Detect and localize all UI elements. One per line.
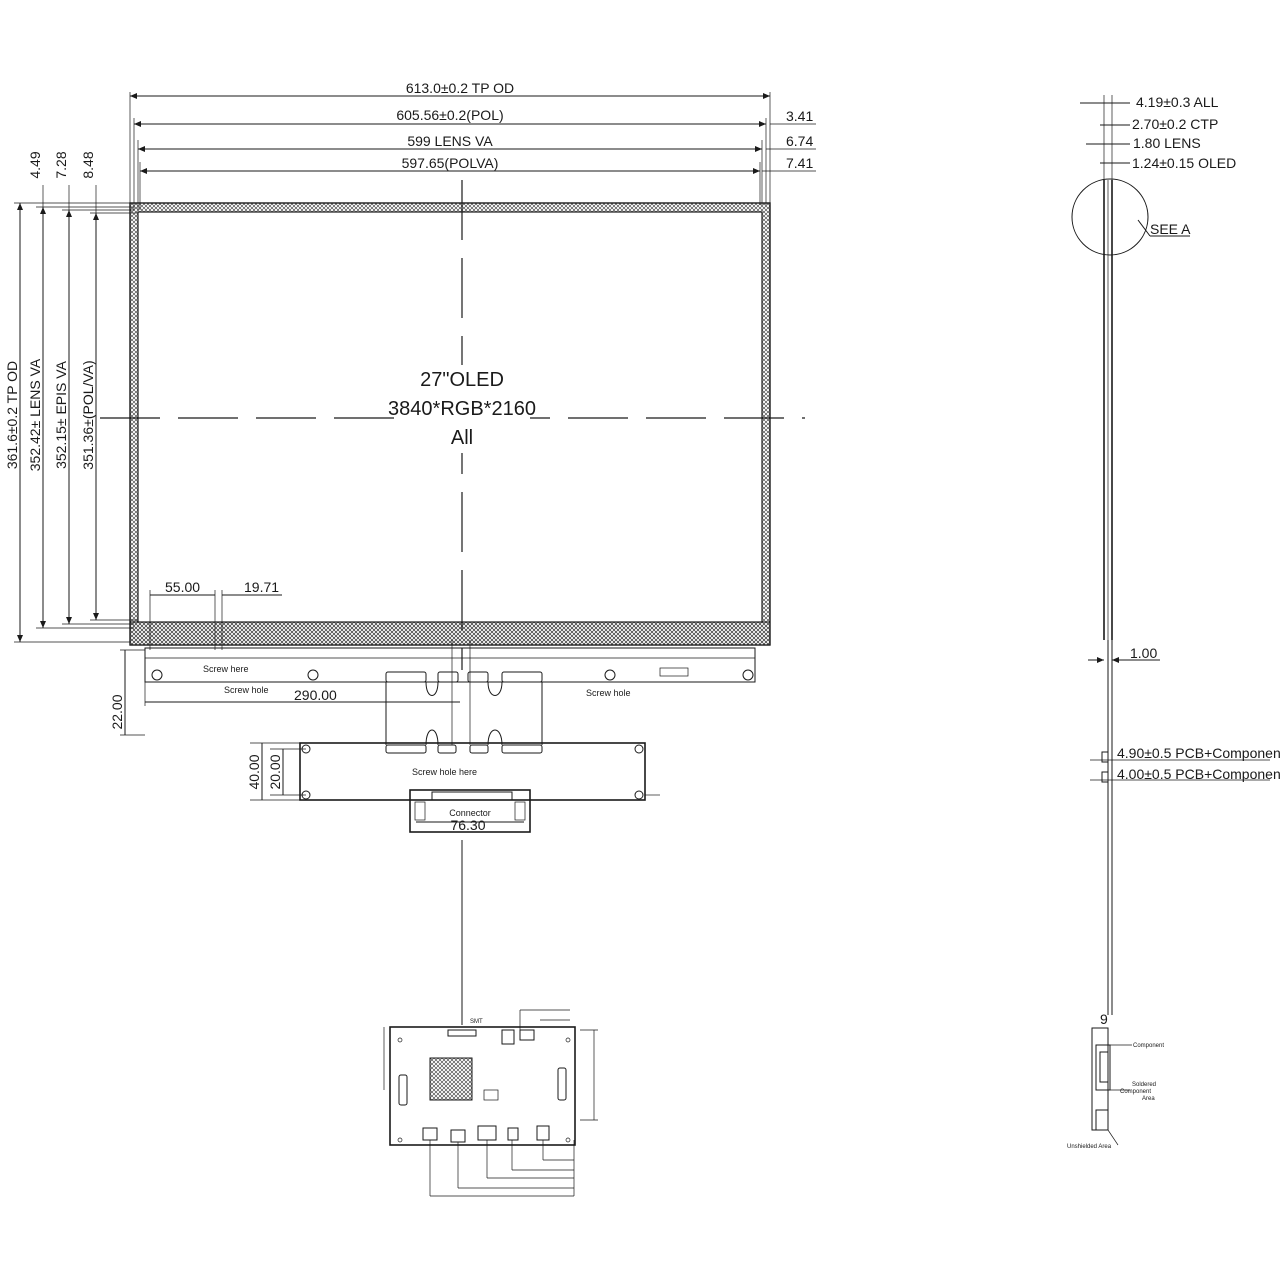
soldered-component-label: Component [1120, 1089, 1151, 1095]
driver-strip: 22.00 Screw here Screw hole Screw hole 2… [109, 647, 756, 736]
dim-pol-va-height: 351.36±(POL/VA) [80, 360, 96, 469]
dim-ctp-thickness: 2.70±0.2 CTP [1132, 116, 1218, 132]
panel-all-label: All [451, 427, 473, 449]
soldered-area-label: Area [1142, 1096, 1155, 1102]
soldered-label: Soldered [1132, 1082, 1156, 1088]
dim-1971: 19.71 [244, 579, 279, 595]
panel-resolution-label: 3840*RGB*2160 [388, 398, 536, 420]
dim-pcb-component-400: 4.00±0.5 PCB+Component [1117, 766, 1280, 782]
dim-pol-width: 605.56±0.2(POL) [396, 107, 503, 123]
driver-board: 40.00 20.00 Screw hole here [246, 742, 660, 801]
dim-offset-674: 6.74 [786, 133, 813, 149]
dim-lens-va-height: 352.42± LENS VA [27, 358, 43, 471]
connector: Connector 76.30 [409, 789, 531, 1025]
panel-side-edge [1103, 180, 1113, 1015]
screw-hole-label-right: Screw hole [586, 688, 631, 698]
front-view: 613.0±0.2 TP OD 605.56±0.2(POL) 599 LENS… [4, 80, 816, 1197]
side-board-bottom: 9 Component Soldered Component Area Unsh… [1067, 1011, 1164, 1150]
dim-top-offset-848: 8.48 [80, 151, 96, 178]
screw-hole-label-left: Screw hole [224, 685, 269, 695]
height-dimensions: 361.6±0.2 TP OD 352.42± LENS VA 352.15± … [4, 151, 138, 643]
main-pcb: SMT [383, 1009, 598, 1197]
dim-gap-100: 1.00 [1130, 645, 1157, 661]
see-a-label: SEE A [1150, 221, 1191, 237]
dim-top-offset-449: 4.49 [27, 151, 43, 178]
component-label: Component [1133, 1043, 1164, 1049]
dim-top-offset-728: 7.28 [53, 151, 69, 178]
dim-22: 22.00 [109, 694, 125, 729]
dim-55: 55.00 [165, 579, 200, 595]
right-offset-dimensions: 3.41 6.74 7.41 [762, 108, 816, 172]
detail-circle [1071, 178, 1149, 256]
dim-offset-341: 3.41 [786, 108, 813, 124]
bottom-dimensions: 55.00 19.71 [149, 579, 282, 650]
dim-290: 290.00 [294, 687, 337, 703]
dim-offset-741: 7.41 [786, 155, 813, 171]
panel-size-label: 27"OLED [420, 369, 504, 391]
unshielded-area-label: Unshielded Area [1067, 1144, 1112, 1150]
screw-here-label: Screw here [203, 664, 249, 674]
width-dimensions: 613.0±0.2 TP OD 605.56±0.2(POL) 599 LENS… [130, 80, 770, 174]
side-thickness-dims: 4.19±0.3 ALL 2.70±0.2 CTP 1.80 LENS 1.24… [1080, 94, 1236, 180]
dim-tp-od-height: 361.6±0.2 TP OD [4, 361, 20, 469]
side-view: 4.19±0.3 ALL 2.70±0.2 CTP 1.80 LENS 1.24… [1067, 94, 1280, 1150]
dim-pcb-component-490: 4.90±0.5 PCB+Component [1117, 745, 1280, 761]
side-bottom-number: 9 [1100, 1011, 1108, 1027]
dim-polva-width: 597.65(POLVA) [402, 155, 499, 171]
side-pcb-components: 4.90±0.5 PCB+Component 4.00±0.5 PCB+Comp… [1090, 745, 1280, 783]
dim-all-thickness: 4.19±0.3 ALL [1136, 94, 1219, 110]
dim-7630: 76.30 [450, 817, 485, 833]
dim-tp-od-width: 613.0±0.2 TP OD [406, 80, 514, 96]
smt-label: SMT [470, 1019, 483, 1025]
dim-20: 20.00 [267, 754, 283, 789]
dim-epis-va-height: 352.15± EPIS VA [53, 360, 69, 468]
flex-cables [385, 640, 543, 754]
dim-oled-thickness: 1.24±0.15 OLED [1132, 155, 1236, 171]
dim-40: 40.00 [246, 754, 262, 789]
connector-label: Connector [449, 808, 491, 818]
screw-hole-here-label: Screw hole here [412, 767, 477, 777]
dim-lens-thickness: 1.80 LENS [1133, 135, 1201, 151]
dim-lens-va-width: 599 LENS VA [407, 133, 493, 149]
